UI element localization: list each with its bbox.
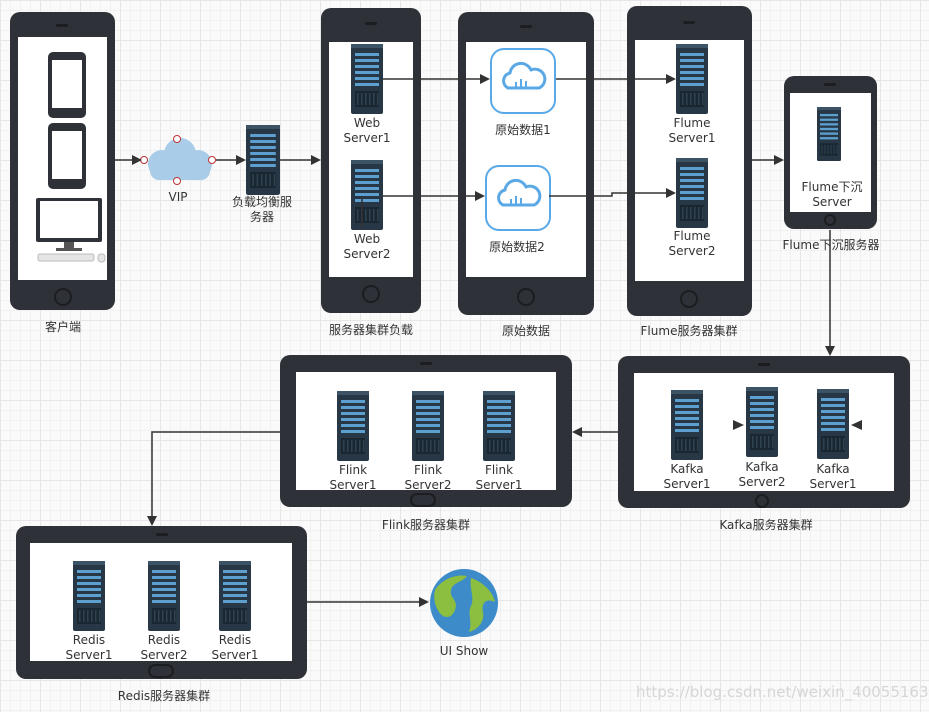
watermark: https://blog.csdn.net/weixin_40055163	[636, 683, 929, 701]
sink-cluster-label: Flume下沉服务器	[782, 238, 880, 252]
redis-server-1-label: Redis Server1	[65, 633, 113, 662]
vip-label: VIP	[168, 190, 188, 204]
redis-server-2-icon	[148, 561, 180, 631]
globe-icon	[430, 569, 498, 637]
kafka-server-2-label: Kafka Server2	[738, 460, 786, 489]
flink-server-2-label: Flink Server2	[404, 463, 452, 492]
client-label: 客户端	[44, 320, 81, 334]
flink-server-3-icon	[483, 391, 515, 461]
flume-cluster-label: Flume服务器集群	[640, 324, 738, 338]
raw-data-2-box	[485, 165, 551, 231]
flume-server-2-label: Flume Server2	[668, 229, 716, 258]
flink-server-3-label: Flink Server1	[475, 463, 523, 492]
redis-server-2-label: Redis Server2	[140, 633, 188, 662]
sink-server-icon	[817, 107, 841, 161]
cloud-icon	[502, 61, 547, 90]
raw-data-1-label: 原始数据1	[495, 123, 551, 137]
redis-server-1-icon	[73, 561, 105, 631]
web-cluster-label: 服务器集群负载	[328, 323, 413, 337]
flume-server-2-icon	[676, 158, 708, 228]
flink-cluster-label: Flink服务器集群	[381, 518, 471, 532]
load-balancer-label: 负载均衡服 务器	[231, 195, 292, 224]
flink-server-1-label: Flink Server1	[329, 463, 377, 492]
lb-server-icon	[246, 125, 280, 195]
raw-data-cluster-label: 原始数据	[501, 324, 550, 338]
kafka-cluster-label: Kafka服务器集群	[719, 518, 813, 532]
phone-icon	[48, 123, 86, 189]
desktop-computer-icon	[36, 198, 106, 263]
raw-data-1-box	[490, 48, 556, 114]
web-server-2-label: Web Server2	[343, 232, 391, 261]
web-server-2-icon	[351, 160, 383, 230]
kafka-server-1-label: Kafka Server1	[663, 462, 711, 491]
kafka-server-2-icon	[746, 387, 778, 457]
flink-server-1-icon	[337, 391, 369, 461]
sink-server-label: Flume下沉 Server	[801, 180, 863, 209]
web-server-1-label: Web Server1	[343, 116, 391, 145]
cloud-icon	[497, 178, 542, 207]
ui-show-label: UI Show	[439, 644, 489, 658]
kafka-server-3-label: Kafka Server1	[809, 462, 857, 491]
vip-cloud-icon	[140, 135, 216, 185]
web-server-1-icon	[351, 44, 383, 114]
redis-server-3-icon	[219, 561, 251, 631]
raw-data-2-label: 原始数据2	[489, 240, 545, 254]
flume-server-1-icon	[676, 44, 708, 114]
flink-server-2-icon	[412, 391, 444, 461]
kafka-server-1-icon	[671, 390, 703, 460]
redis-cluster-label: Redis服务器集群	[117, 689, 211, 703]
redis-server-3-label: Redis Server1	[211, 633, 259, 662]
flume-server-1-label: Flume Server1	[668, 116, 716, 145]
kafka-server-3-icon	[817, 389, 849, 459]
phone-icon	[48, 52, 86, 118]
